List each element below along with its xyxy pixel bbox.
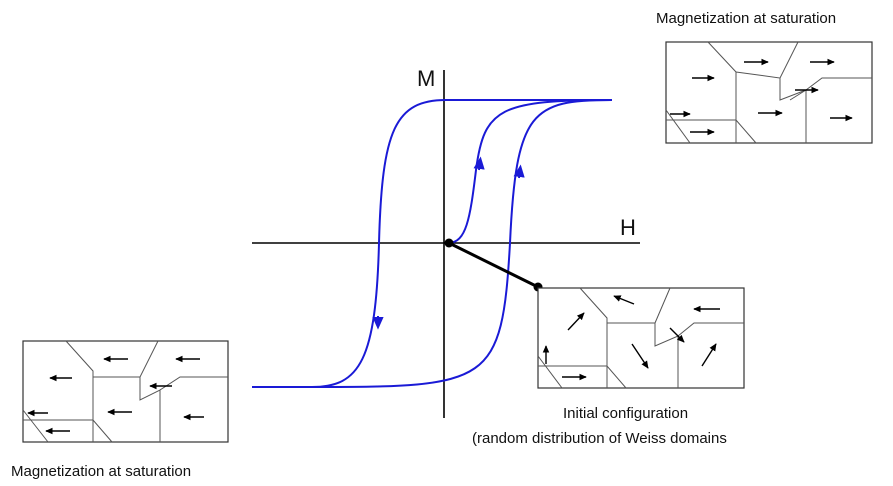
caption-top-right: Magnetization at saturation (656, 10, 836, 27)
origin-dot (444, 238, 454, 248)
domain-arrow-nw-icon (613, 295, 635, 305)
initial-path-line (448, 241, 539, 289)
descending-branch (252, 99, 612, 388)
caption-bottom-left: Magnetization at saturation (11, 463, 191, 480)
domain-arrow-se-icon-2 (631, 343, 649, 369)
curve-arrow-up-icon-2 (513, 164, 525, 179)
caption-initial-line2: (random distribution of Weiss domains (472, 430, 727, 447)
domain-box-initial (537, 287, 745, 389)
domain-arrow-ne-icon-2 (701, 343, 717, 367)
domain-box-top-right (665, 41, 873, 144)
initial-magnetization-curve (448, 99, 613, 244)
curve-arrow-up-icon (473, 156, 485, 171)
m-axis-label: M (417, 66, 435, 91)
caption-initial-line1: Initial configuration (563, 405, 688, 422)
domain-box-bottom-left (22, 340, 229, 443)
domain-arrow-ne-icon (567, 312, 585, 331)
h-axis-label: H (620, 215, 636, 240)
ascending-branch (252, 99, 613, 388)
domain-arrow-se-icon (669, 327, 685, 343)
